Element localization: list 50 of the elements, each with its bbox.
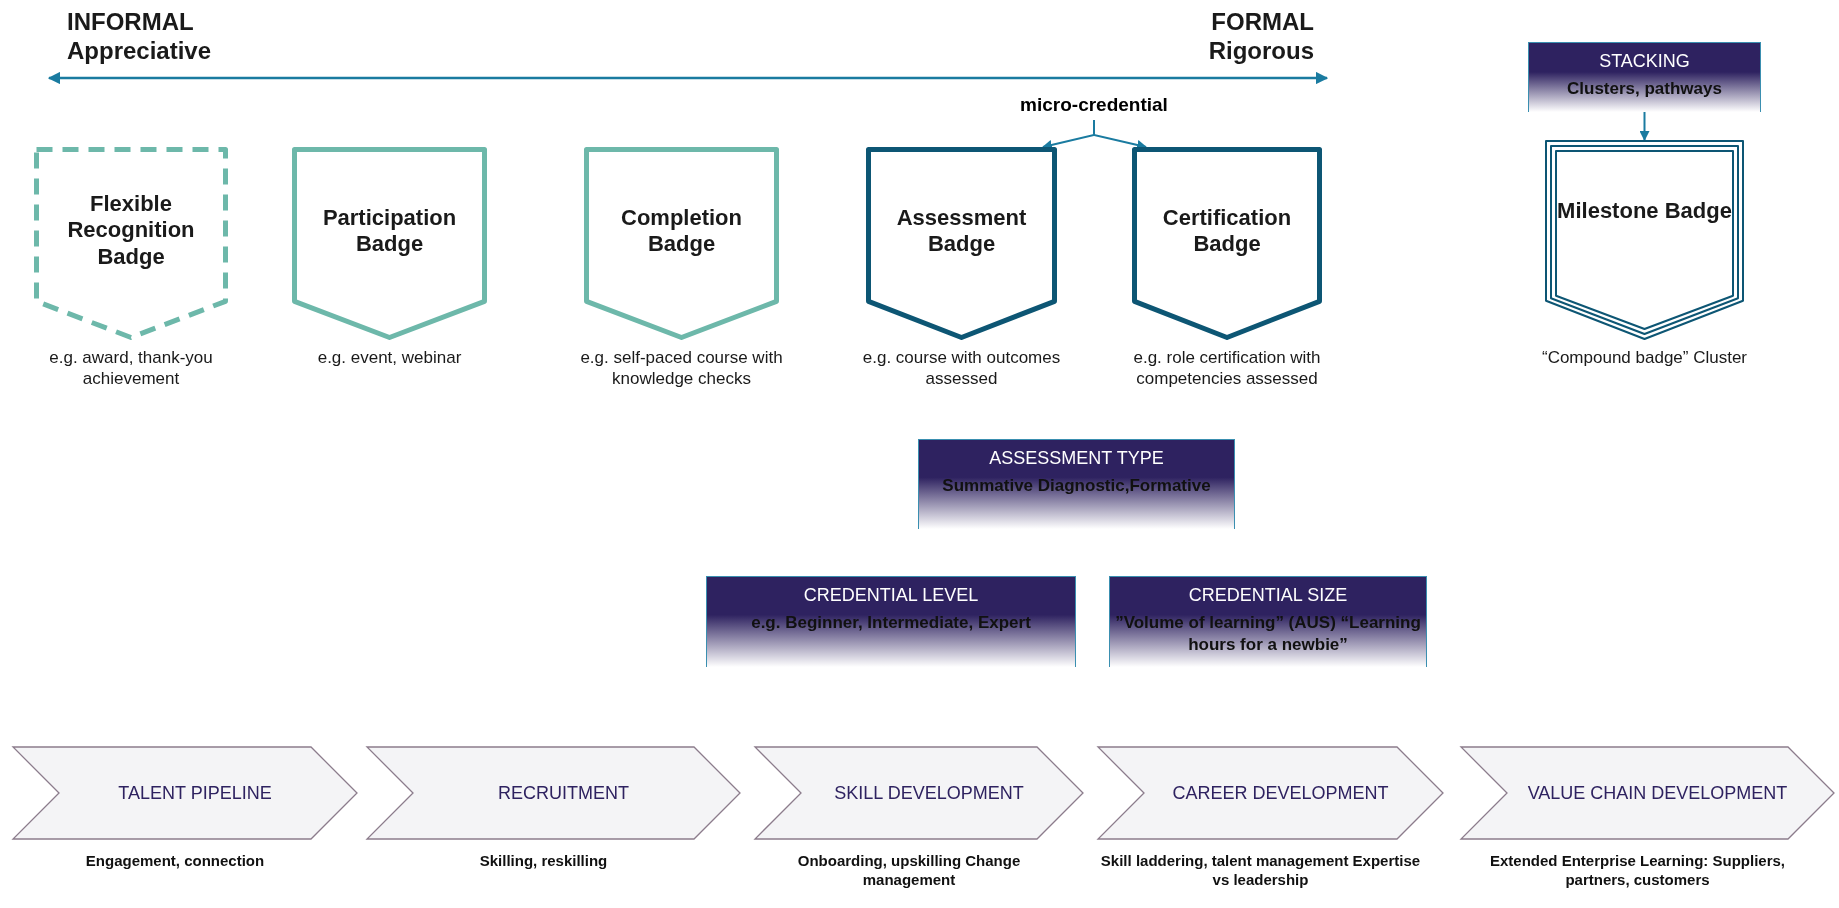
dashed-badge (34, 147, 228, 340)
stage-label: VALUE CHAIN DEVELOPMENT (1526, 781, 1789, 805)
chevron-stage (1460, 746, 1835, 840)
category-card (706, 576, 1076, 667)
badge-title: Assessment Badge (895, 205, 1028, 258)
category-card (1528, 42, 1761, 112)
badge-title: Participation Badge (321, 205, 458, 258)
arrow (1639, 111, 1650, 141)
category-card (1109, 576, 1427, 667)
annotation-text: micro-credential (1020, 94, 1168, 115)
badge-title: Certification Badge (1161, 205, 1293, 258)
axis-end-label: FORMAL Rigorous (1207, 8, 1314, 66)
stage-label: SKILL DEVELOPMENT (833, 781, 1025, 805)
card-text: e.g. Beginner, Intermediate, Expert (750, 612, 1032, 634)
badge-caption: e.g. award, thank-you achievement (48, 347, 214, 390)
card-text: Summative Diagnostic,Formative (941, 475, 1212, 497)
chevron-stage (12, 746, 358, 840)
badge-caption: e.g. self-paced course with knowledge checks (579, 347, 784, 390)
badge (866, 147, 1057, 340)
stage-label: CAREER DEVELOPMENT (1171, 781, 1390, 805)
stage-caption: Extended Enterprise Learning: Suppliers, partners, customers (1488, 852, 1787, 890)
arrow (1093, 119, 1147, 150)
stage-caption: Onboarding, upskilling Change management (796, 852, 1022, 890)
badge-title: Milestone Badge (1556, 198, 1733, 225)
badge (292, 147, 487, 340)
chevron-stage (1097, 746, 1444, 840)
card-text: Clusters, pathways (1566, 78, 1723, 100)
card-heading: ASSESSMENT TYPE (988, 447, 1165, 469)
badge (1132, 147, 1322, 340)
category-card (918, 439, 1235, 529)
badge-caption: e.g. course with outcomes assessed (861, 347, 1062, 390)
card-heading: STACKING (1598, 50, 1691, 72)
chevron-stage (754, 746, 1084, 840)
card-heading: CREDENTIAL LEVEL (802, 584, 980, 606)
badge-title: Flexible Recognition Badge (66, 191, 196, 271)
chevron-stage (366, 746, 741, 840)
stage-caption: Skilling, reskilling (478, 852, 609, 871)
card-heading: CREDENTIAL SIZE (1187, 584, 1349, 606)
badge-caption: e.g. role certification with competencies assessed (1132, 347, 1322, 390)
stage-caption: Skill laddering, talent management Expertise vs leadership (1099, 852, 1422, 890)
badge (584, 147, 779, 340)
stage-label: TALENT PIPELINE (117, 781, 273, 805)
milestone-badge (1545, 140, 1744, 340)
badge-title: Completion Badge (620, 205, 743, 258)
badge-caption: e.g. event, webinar (316, 347, 463, 369)
badge-caption: “Compound badge” Cluster (1540, 347, 1749, 369)
stage-caption: Engagement, connection (84, 852, 266, 871)
axis-end-label: INFORMAL Appreciative (67, 8, 213, 66)
stage-label: RECRUITMENT (497, 781, 630, 805)
card-text: ”Volume of learning” (AUS) “Learning hours for a newbie” (1114, 612, 1422, 657)
